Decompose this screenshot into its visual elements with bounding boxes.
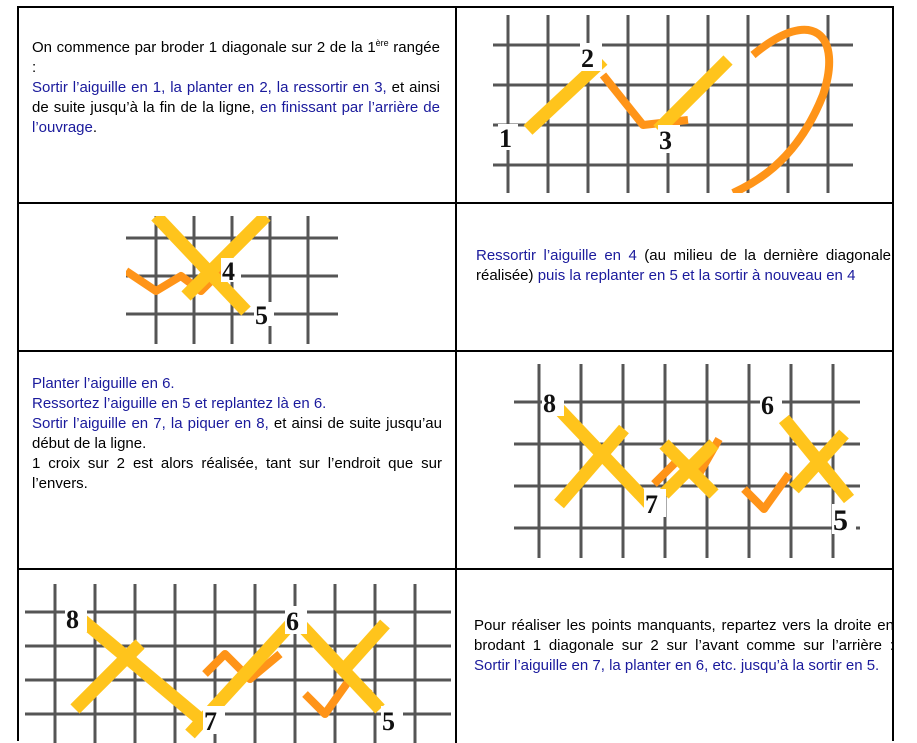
text-run: 1 croix sur 2 est alors réalisée, tant s… — [32, 455, 442, 492]
text-run: . — [92, 119, 98, 136]
column-divider — [455, 570, 457, 743]
text-run: Sortir l’aiguille en 1, la planter en 2,… — [32, 79, 387, 96]
step-1-text-cell: On commence par broder 1 diagonale sur 2… — [19, 8, 455, 202]
text-run: Sortir l’aiguille en 7, la planter en 6,… — [474, 657, 880, 674]
text-run: et ainsi de suite jusqu’au début de la l… — [32, 415, 442, 452]
diagonal-stitch — [70, 609, 205, 724]
point-label: 8 — [543, 389, 556, 418]
diagonal-stitch — [335, 619, 390, 679]
stitch-diagram-3: 8 6 7 5 — [514, 364, 860, 558]
diagonal-stitch — [181, 216, 271, 301]
step-1-image-cell: 1 2 3 — [457, 8, 892, 202]
point-label: 5 — [833, 504, 848, 537]
point-label: 6 — [286, 607, 299, 636]
text-run: et ainsi de suite jusqu’à la fin de la l… — [32, 79, 440, 116]
point-label: 5 — [255, 301, 268, 330]
point-label: 5 — [382, 707, 395, 736]
point-label: 6 — [761, 391, 774, 420]
stitch-diagram-1: 1 2 3 — [493, 15, 853, 193]
step-2-text: Ressortir l’aiguille en 4 (au milieu de … — [476, 246, 891, 286]
point-label: 3 — [659, 126, 672, 155]
stitch-diagram-2: 4 5 — [126, 216, 338, 344]
step-row-2: 4 5 Ressortir l’aiguille en 4 (au milieu… — [19, 204, 892, 352]
point-label: 7 — [645, 490, 658, 519]
step-row-1: On commence par broder 1 diagonale sur 2… — [19, 8, 892, 204]
text-run: Ressortir l’aiguille en 4 — [476, 247, 637, 264]
step-4-image-cell: 8 6 7 5 — [19, 570, 455, 743]
diagonal-stitch — [789, 429, 849, 494]
text-run: Ressortez l’aiguille en 5 et replantez l… — [32, 395, 327, 412]
step-2-text-cell: Ressortir l’aiguille en 4 (au milieu de … — [457, 204, 892, 350]
step-3-image-cell: 8 6 7 5 — [457, 352, 892, 568]
text-run: en finissant par l’arrière de l’ouvrage — [32, 99, 440, 136]
back-thread — [126, 263, 229, 295]
text-run: Planter l’aiguille en 6. — [32, 375, 175, 392]
diagonal-stitch — [653, 55, 733, 135]
column-divider — [455, 8, 457, 202]
diagonal-stitch — [523, 55, 608, 135]
diagonal-stitch — [659, 439, 719, 499]
point-label: 4 — [222, 257, 235, 286]
step-3-text-cell: Planter l’aiguille en 6. Ressortez l’aig… — [19, 352, 455, 568]
column-divider — [455, 204, 457, 350]
point-label: 8 — [66, 605, 79, 634]
point-label: 2 — [581, 44, 594, 73]
step-3-text: Planter l’aiguille en 6. Ressortez l’aig… — [32, 374, 442, 494]
column-divider — [455, 352, 457, 568]
step-2-image-cell: 4 5 — [19, 204, 455, 350]
text-run: puis la replanter en 5 et la sortir à no… — [537, 267, 856, 284]
stitch-diagram-4: 8 6 7 5 — [25, 584, 451, 743]
text-run: rangée : — [32, 39, 440, 76]
text-run: On commence par broder 1 diagonale sur 2… — [32, 39, 376, 56]
diagonal-stitch — [554, 424, 629, 509]
instruction-table: On commence par broder 1 diagonale sur 2… — [17, 6, 894, 743]
text-run: Sortir l’aiguille en 7, la piquer en 8, — [32, 415, 269, 432]
step-1-text: On commence par broder 1 diagonale sur 2… — [32, 38, 440, 138]
step-row-3: Planter l’aiguille en 6. Ressortez l’aig… — [19, 352, 892, 570]
text-run: Pour réaliser les points manquants, repa… — [474, 617, 894, 654]
canvas-grid — [493, 15, 853, 193]
text-run: (au milieu de la dernière diagonale réal… — [476, 247, 891, 284]
text-run: ère — [375, 38, 389, 48]
step-4-text: Pour réaliser les points manquants, repa… — [474, 616, 894, 676]
point-label: 1 — [499, 124, 512, 153]
point-label: 7 — [204, 707, 217, 736]
diagonal-stitch — [151, 216, 251, 316]
diagonal-stitch — [70, 639, 145, 714]
back-thread — [599, 25, 834, 193]
step-row-4: 8 6 7 5 Pour réaliser les points manquan… — [19, 570, 894, 743]
step-4-text-cell: Pour réaliser les points manquants, repa… — [457, 570, 894, 743]
